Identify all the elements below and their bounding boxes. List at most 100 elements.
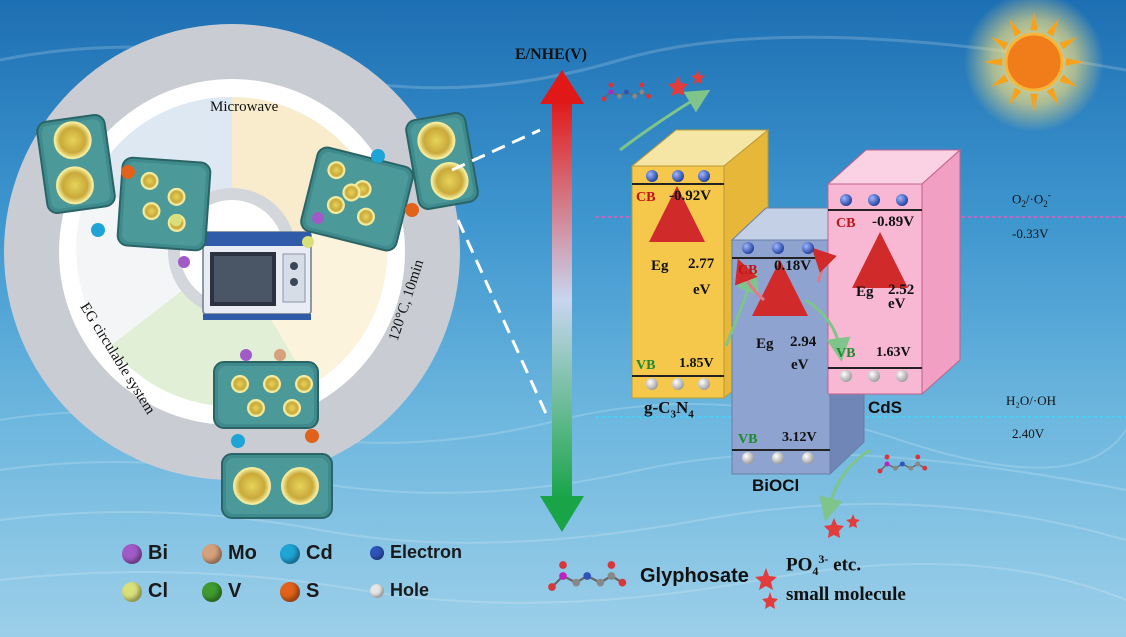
zoom-lines — [451, 128, 550, 419]
gcn-vb-value: 1.85V — [679, 356, 714, 371]
nanoparticle — [231, 375, 249, 393]
biocl-cb-tag: CB — [738, 263, 758, 278]
electron-icon — [896, 194, 908, 206]
gcn-eg-unit: eV — [693, 282, 711, 298]
o2-potential-label: O2/·O2- — [1012, 190, 1051, 209]
legend-mo: Mo — [202, 542, 257, 565]
bi-dot-icon — [122, 543, 142, 564]
atom — [583, 572, 592, 580]
biocl-vb-tag: VB — [738, 432, 758, 447]
atom — [607, 561, 616, 569]
cds-cb-value: -0.89V — [872, 214, 915, 230]
hole-icon — [802, 452, 814, 464]
nanoparticle — [281, 467, 319, 505]
atom — [892, 465, 898, 471]
atom — [601, 96, 607, 102]
legend-electron: Electron — [370, 542, 462, 563]
cds-cb-tag: CB — [836, 216, 856, 231]
o2-potential-value: -0.33V — [1012, 226, 1049, 241]
atom — [632, 93, 638, 99]
composite-cluster — [300, 146, 414, 252]
atom — [646, 93, 652, 99]
atom — [548, 583, 556, 591]
composite-cluster — [221, 453, 333, 519]
sun-ray — [984, 58, 1003, 66]
composite-cluster — [405, 112, 479, 210]
energy-axis-label: E/NHE(V) — [515, 46, 587, 63]
electron-icon — [772, 242, 784, 254]
nanoparticle — [167, 187, 186, 206]
nanoparticle — [342, 183, 361, 202]
biocl-cb-value: 0.18V — [774, 258, 812, 274]
sun-ray — [1046, 87, 1059, 106]
cds-vb-value: 1.63V — [876, 345, 911, 360]
charge-transfer-arrows — [619, 89, 871, 522]
oh-potential-value: 2.40V — [1012, 426, 1045, 441]
atom — [596, 578, 605, 587]
energy-axis-arrow — [540, 70, 584, 532]
oh-potential-label: H₂O/·OH — [1006, 393, 1057, 408]
electron-icon — [868, 194, 880, 206]
sun-ray — [1046, 18, 1059, 37]
sun-icon — [964, 0, 1104, 132]
atom — [572, 578, 581, 587]
legend-hole: Hole — [370, 580, 429, 601]
glyphosate-label: Glyphosate — [640, 565, 749, 587]
atom — [608, 89, 614, 95]
atom — [884, 454, 890, 460]
atom — [616, 93, 622, 99]
electron-icon — [802, 242, 814, 254]
legend-s: S — [280, 580, 319, 603]
atom — [639, 82, 645, 88]
electron-icon — [672, 170, 684, 182]
atom — [915, 461, 921, 467]
nanoparticle — [295, 375, 313, 393]
mo-dot-icon — [202, 543, 222, 564]
sun-ray — [1009, 18, 1022, 37]
sun-ray — [1065, 58, 1084, 66]
nanoparticle — [327, 161, 346, 180]
hole-icon — [840, 370, 852, 382]
band-carriers — [646, 170, 908, 464]
sun-ray — [1059, 74, 1078, 87]
cds-eg-label: Eg — [856, 284, 874, 300]
atom — [915, 454, 921, 460]
nanoparticle — [283, 399, 301, 417]
atom — [607, 572, 616, 580]
sun-ray — [1059, 37, 1078, 50]
cds-vb-tag: VB — [836, 346, 856, 361]
sun-ray — [1009, 87, 1022, 106]
cds-eg-unit: eV — [888, 296, 906, 312]
nanoparticle — [53, 121, 92, 160]
nanoparticle — [142, 202, 161, 221]
sun-ray — [990, 74, 1009, 87]
composite-cluster — [213, 361, 319, 429]
atom — [639, 89, 645, 95]
electron-icon — [840, 194, 852, 206]
glyphosate-molecule-icon — [877, 454, 928, 474]
hole-icon — [772, 452, 784, 464]
v-dot-icon — [202, 581, 222, 602]
legend-cd: Cd — [280, 542, 333, 565]
small-molecule-label: small molecule — [786, 584, 906, 605]
biocl-eg-value: 2.94 — [790, 334, 817, 350]
electron-icon — [698, 170, 710, 182]
cds-name: CdS — [868, 398, 902, 417]
atom — [884, 461, 890, 467]
hole-icon — [672, 378, 684, 390]
cd-dot-icon — [280, 543, 300, 564]
biocl-name: BiOCl — [752, 476, 800, 495]
nanoparticle — [140, 171, 159, 190]
nanoparticle — [430, 161, 469, 200]
atom — [618, 578, 627, 587]
composite-cluster — [36, 114, 116, 214]
cluster-sheen — [218, 366, 314, 424]
glyphosate-molecule-icon — [601, 82, 652, 102]
microwave-label: Microwave — [210, 99, 279, 115]
sun-ray — [1030, 12, 1038, 31]
sun-ray — [1030, 93, 1038, 112]
legend-bi: Bi — [122, 542, 168, 565]
cl-dot-icon — [122, 581, 142, 602]
atom — [908, 465, 914, 471]
